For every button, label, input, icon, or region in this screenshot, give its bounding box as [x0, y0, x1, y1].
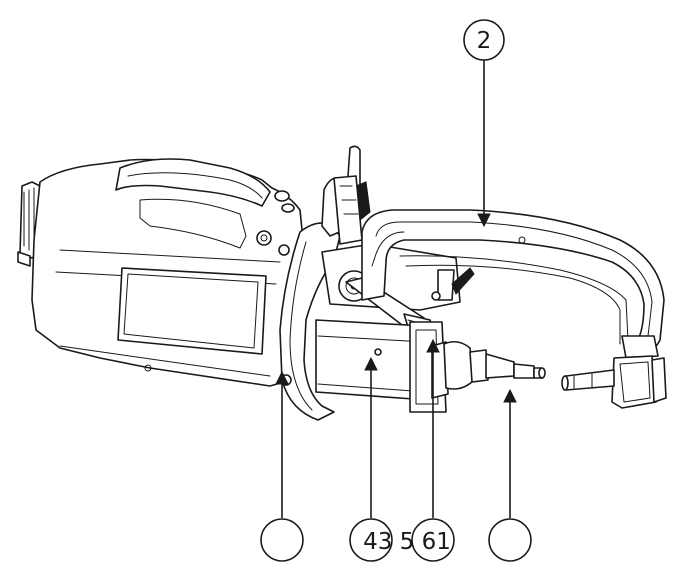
- callouts: 2 43 5 61: [260, 19, 532, 562]
- callout-circle-bottom-right: [488, 518, 532, 562]
- callout-circle-2: [463, 19, 505, 61]
- lower-electrode: [561, 335, 667, 409]
- callout-leaders: [275, 58, 517, 518]
- callout-label-mid: 43 5 61: [363, 529, 451, 555]
- tool-body: [17, 158, 303, 387]
- arrowhead-2: [477, 213, 491, 228]
- cylinder-block: [315, 319, 449, 413]
- electrode-shaft: [443, 340, 546, 390]
- callout-circle-61: [411, 518, 455, 562]
- callout-circle-bottom-left: [260, 518, 304, 562]
- callout-circle-43: [349, 518, 393, 562]
- callout-label-2: 2: [477, 28, 492, 54]
